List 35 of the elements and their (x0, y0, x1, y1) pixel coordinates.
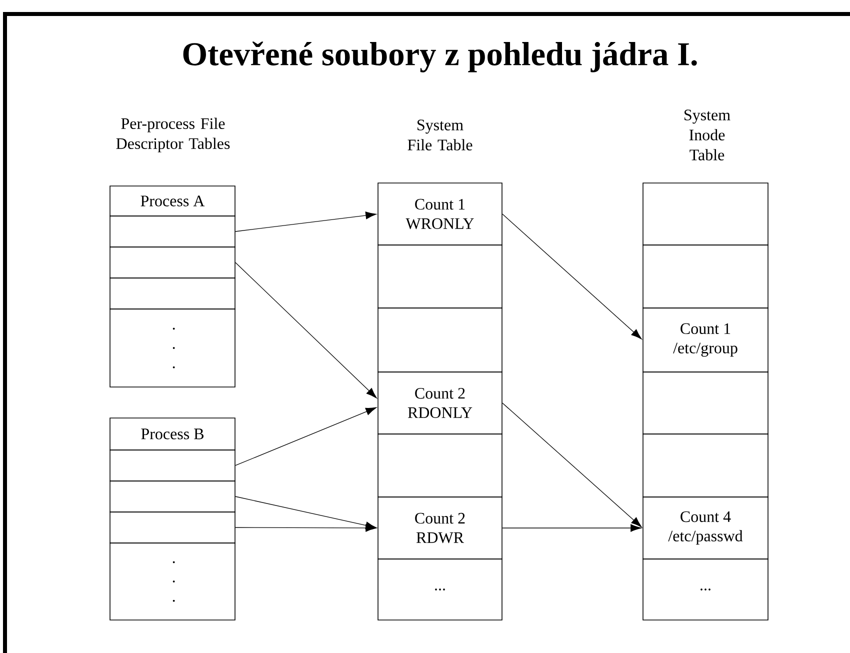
table-cell (110, 278, 236, 310)
arrow (235, 407, 377, 466)
column-heading: System Inode Table (684, 110, 730, 160)
table-cell: Process A (110, 186, 236, 216)
table-cell (110, 216, 236, 248)
table-cell: ... (642, 558, 768, 620)
table-cell: Count 1 WRONLY (378, 182, 502, 246)
table-cell (378, 434, 502, 498)
title: Otevřené soubory z pohledu jádra I. (183, 42, 697, 72)
table-cell (642, 372, 768, 434)
table-cell: Count 2 RDONLY (378, 372, 502, 434)
table-cell (110, 450, 236, 482)
table-cell (110, 246, 236, 278)
table-cell (642, 244, 768, 308)
arrow (235, 524, 376, 532)
table-cell (642, 434, 768, 498)
arrow (502, 524, 642, 532)
table-cell (378, 244, 502, 308)
column-heading: System File Table (408, 120, 472, 150)
table-cell: ... (378, 558, 502, 620)
arrow (502, 214, 642, 340)
table-cell: Count 1 /etc/group (642, 308, 768, 372)
table-cell (378, 308, 502, 372)
arrow (235, 212, 376, 232)
arrow (502, 402, 642, 528)
table-cell: Count 2 RDWR (378, 496, 502, 560)
table-cell: Count 4 /etc/passwd (642, 496, 768, 560)
table-cell: . . . (110, 308, 236, 388)
table-cell: Process B (110, 418, 236, 450)
table-cell (110, 480, 236, 512)
table-cell (642, 182, 768, 246)
table-cell: . . . (110, 542, 236, 620)
table-cell (110, 512, 236, 544)
arrow (235, 262, 377, 398)
column-heading: Per-process File Descriptor Tables (116, 118, 230, 152)
